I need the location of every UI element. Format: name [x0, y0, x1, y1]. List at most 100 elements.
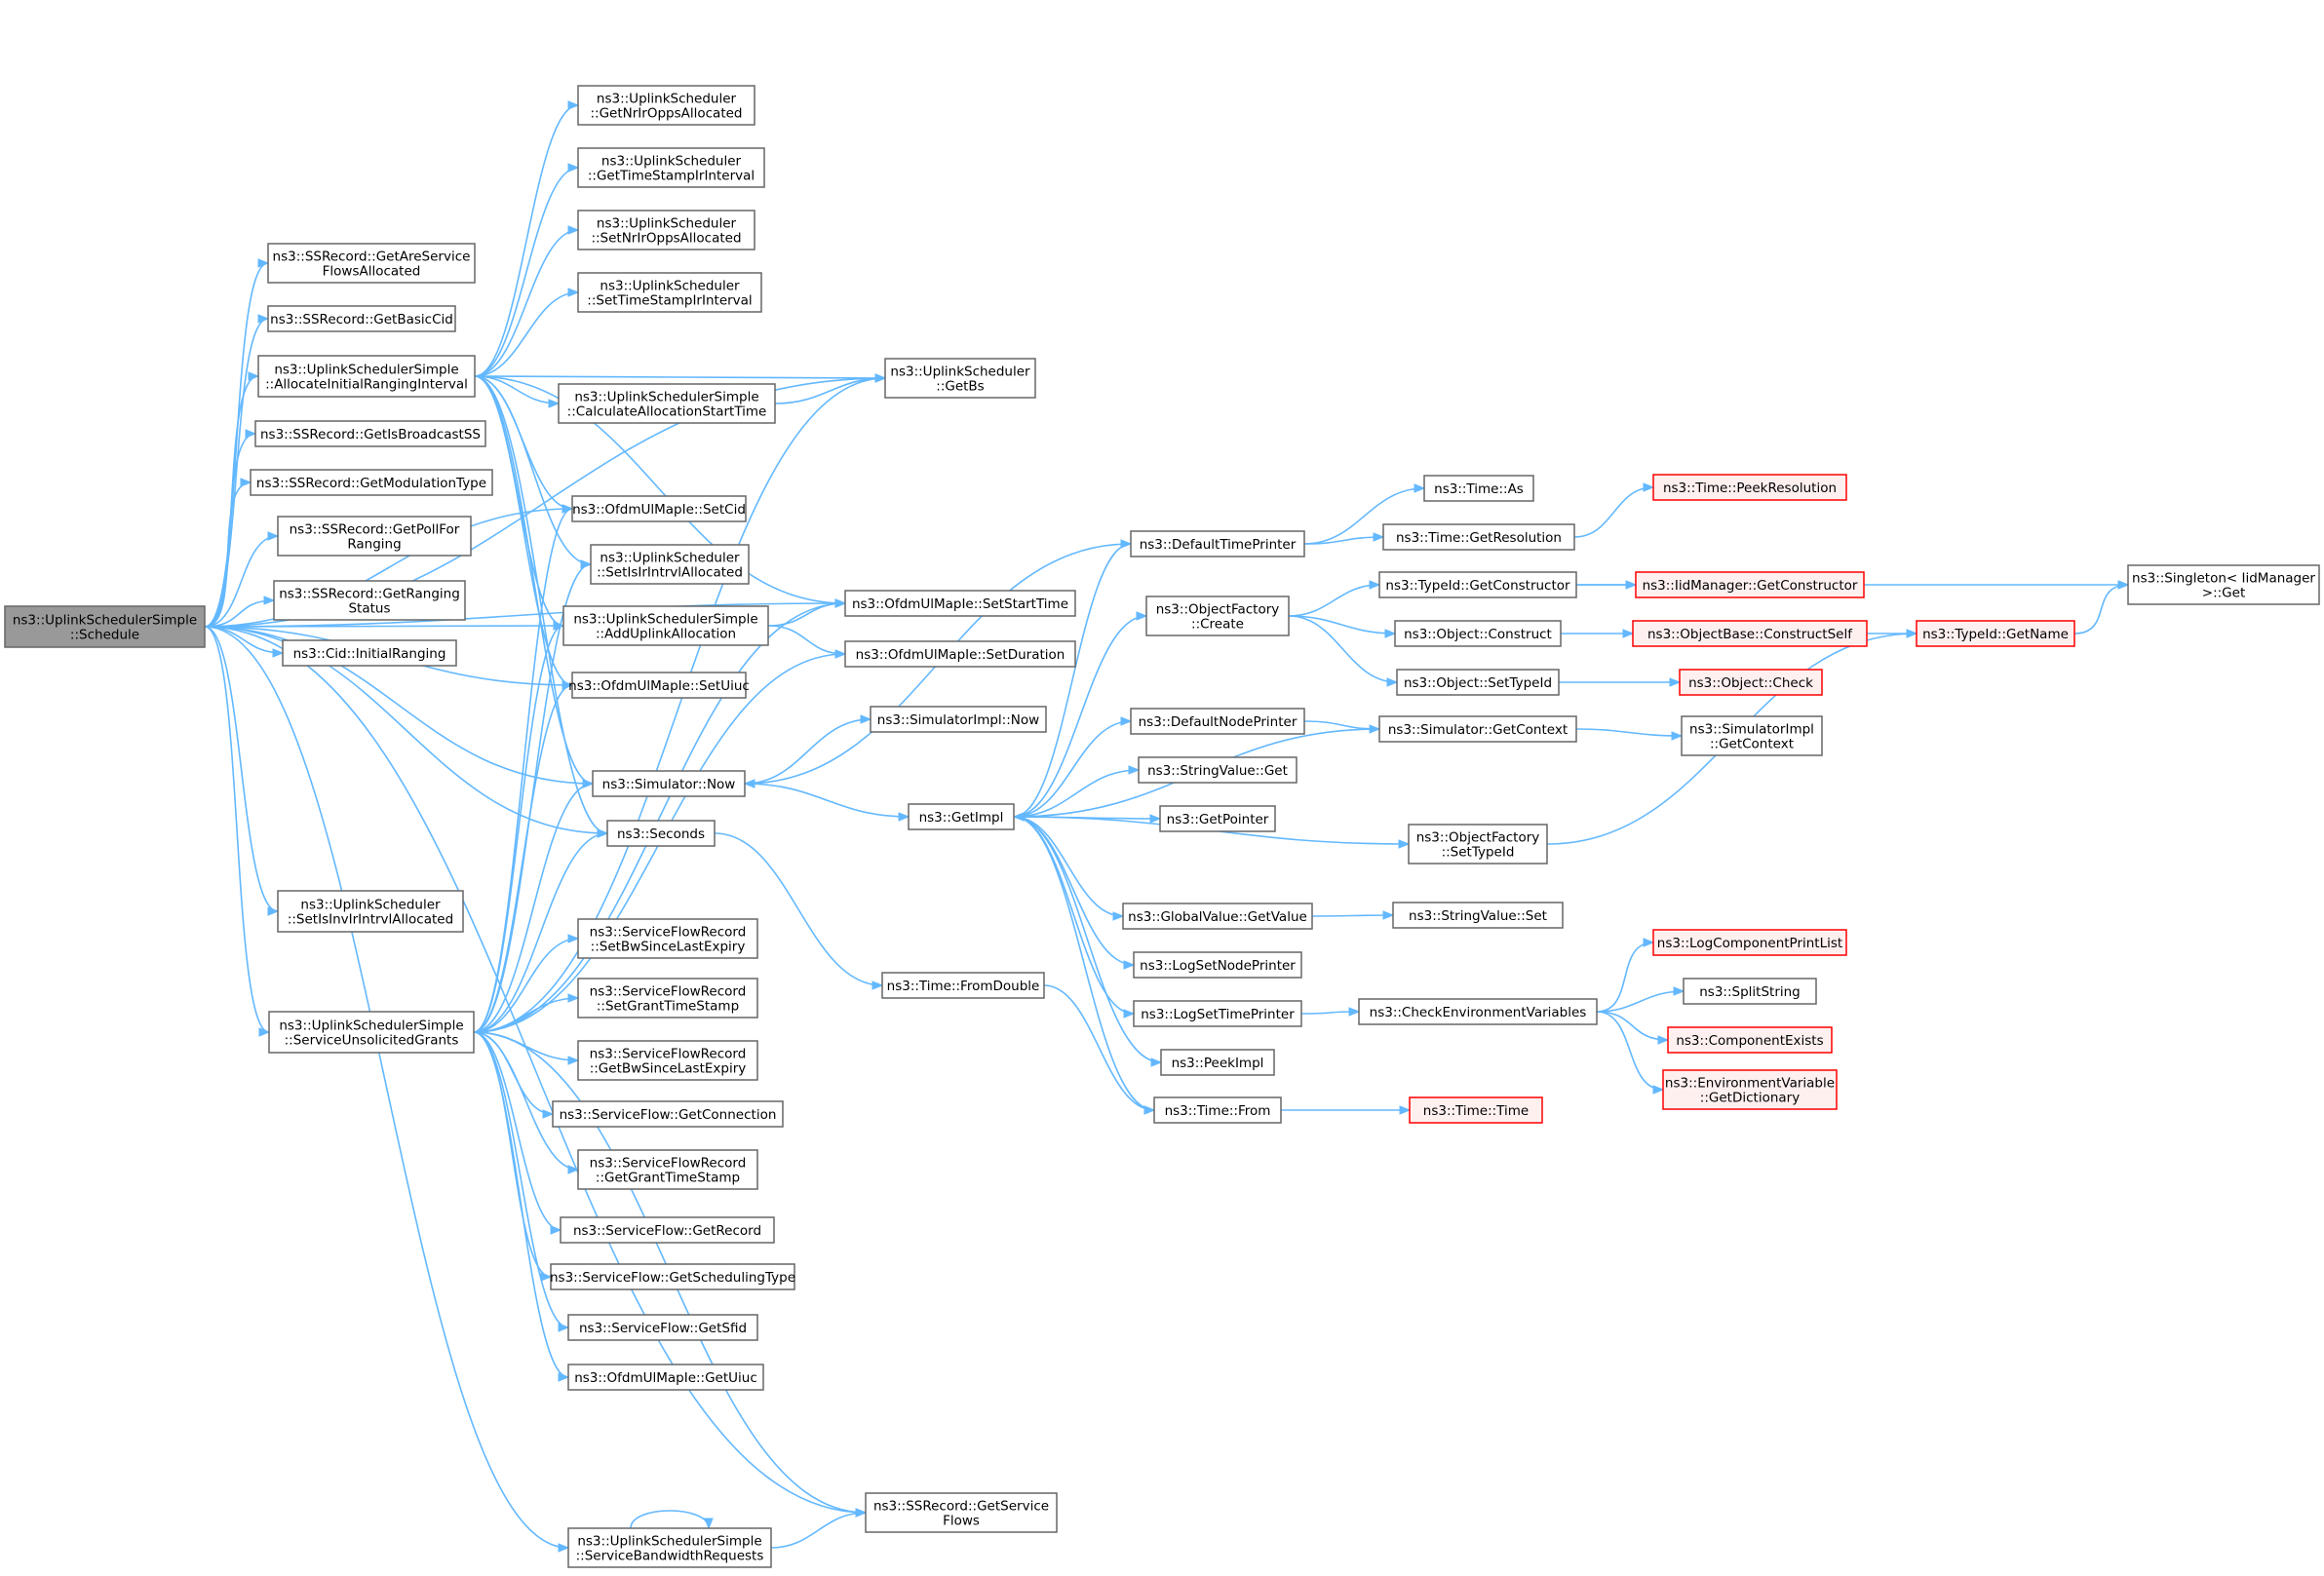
- node-objFactoryCreate[interactable]: ns3::ObjectFactory::Create: [1145, 596, 1290, 636]
- node-label: ns3::Object::SetTypeId: [1404, 675, 1552, 691]
- node-box: [1145, 596, 1290, 636]
- node-label: ns3::DefaultNodePrinter: [1139, 714, 1298, 730]
- node-seconds[interactable]: ns3::Seconds: [606, 820, 716, 847]
- node-getIsBroadcastSS[interactable]: ns3::SSRecord::GetIsBroadcastSS: [254, 420, 486, 447]
- node-getModulationType[interactable]: ns3::SSRecord::GetModulationType: [250, 469, 493, 496]
- node-getGrantTS[interactable]: ns3::ServiceFlowRecord::GetGrantTimeStam…: [577, 1149, 758, 1190]
- node-stringValueSet[interactable]: ns3::StringValue::Set: [1392, 902, 1564, 929]
- node-defaultTimePrinter[interactable]: ns3::DefaultTimePrinter: [1130, 530, 1305, 557]
- node-componentExists[interactable]: ns3::ComponentExists: [1667, 1026, 1833, 1054]
- node-getBasicCid[interactable]: ns3::SSRecord::GetBasicCid: [267, 305, 456, 332]
- node-globalValueGet[interactable]: ns3::GlobalValue::GetValue: [1122, 903, 1313, 930]
- node-setUiuc[interactable]: ns3::OfdmUlMapIe::SetUiuc: [568, 672, 750, 699]
- call-edge: [744, 783, 910, 818]
- node-box: [844, 640, 1076, 668]
- node-serviceBwReq[interactable]: ns3::UplinkSchedulerSimple::ServiceBandw…: [567, 1527, 772, 1568]
- node-getImpl[interactable]: ns3::GetImpl: [908, 803, 1015, 830]
- node-getConnection[interactable]: ns3::ServiceFlow::GetConnection: [552, 1100, 784, 1128]
- node-getBwSince[interactable]: ns3::ServiceFlowRecord::GetBwSinceLastEx…: [577, 1040, 758, 1081]
- node-stringValueGet[interactable]: ns3::StringValue::Get: [1138, 756, 1298, 784]
- node-label: ns3::GetImpl: [919, 810, 1004, 826]
- node-setCid[interactable]: ns3::OfdmUlMapIe::SetCid: [571, 495, 747, 522]
- node-objBaseCtorSelf[interactable]: ns3::ObjectBase::ConstructSelf: [1632, 620, 1868, 647]
- node-timeAs[interactable]: ns3::Time::As: [1423, 475, 1534, 502]
- node-label: ::SetTimeStampIrInterval: [587, 293, 752, 309]
- call-edge: [474, 375, 564, 627]
- node-label: ns3::Time::PeekResolution: [1663, 480, 1837, 496]
- node-logSetNodePrinter[interactable]: ns3::LogSetNodePrinter: [1133, 951, 1302, 979]
- node-schedule[interactable]: ns3::UplinkSchedulerSimple::Schedule: [4, 605, 206, 648]
- node-logSetTimePrinter[interactable]: ns3::LogSetTimePrinter: [1133, 1000, 1302, 1027]
- node-getUiuc[interactable]: ns3::OfdmUlMapIe::GetUiuc: [567, 1364, 764, 1391]
- node-serviceUnsolicited[interactable]: ns3::UplinkSchedulerSimple::ServiceUnsol…: [268, 1011, 475, 1054]
- node-objSetTypeId[interactable]: ns3::Object::SetTypeId: [1396, 669, 1560, 696]
- node-fromDouble[interactable]: ns3::Time::FromDouble: [881, 972, 1045, 999]
- node-timeGetRes[interactable]: ns3::Time::GetResolution: [1382, 523, 1575, 551]
- node-simNow[interactable]: ns3::Simulator::Now: [592, 770, 746, 797]
- node-getTimeStampIr[interactable]: ns3::UplinkScheduler::GetTimeStampIrInte…: [577, 147, 765, 188]
- node-box: [1133, 1000, 1302, 1027]
- node-getBs[interactable]: ns3::UplinkScheduler::GetBs: [884, 358, 1036, 399]
- node-typeIdGetCtor[interactable]: ns3::TypeId::GetConstructor: [1378, 571, 1577, 598]
- node-setDuration[interactable]: ns3::OfdmUlMapIe::SetDuration: [844, 640, 1076, 668]
- node-setIsInvIrIntrvl[interactable]: ns3::UplinkScheduler::SetIsInvIrIntrvlAl…: [277, 890, 464, 933]
- node-iidGetCtor[interactable]: ns3::IidManager::GetConstructor: [1635, 571, 1865, 598]
- node-getRecord[interactable]: ns3::ServiceFlow::GetRecord: [560, 1216, 775, 1244]
- node-label: ns3::IidManager::GetConstructor: [1643, 578, 1858, 594]
- node-typeIdGetName[interactable]: ns3::TypeId::GetName: [1916, 620, 2075, 647]
- node-defaultNodePrinter[interactable]: ns3::DefaultNodePrinter: [1130, 708, 1305, 735]
- node-setStartTime[interactable]: ns3::OfdmUlMapIe::SetStartTime: [844, 590, 1076, 617]
- node-timeFrom[interactable]: ns3::Time::From: [1153, 1096, 1282, 1124]
- node-box: [4, 605, 206, 648]
- call-edge: [473, 1031, 579, 1171]
- node-addUplinkAlloc[interactable]: ns3::UplinkSchedulerSimple::AddUplinkAll…: [562, 605, 769, 646]
- node-logCompPrintList[interactable]: ns3::LogComponentPrintList: [1652, 929, 1847, 956]
- node-objCheck[interactable]: ns3::Object::Check: [1679, 669, 1823, 696]
- node-initialRanging[interactable]: ns3::Cid::InitialRanging: [282, 639, 457, 667]
- node-box: [1358, 998, 1598, 1025]
- call-edge: [1013, 816, 1135, 966]
- node-label: ns3::UplinkSchedulerSimple: [573, 612, 757, 628]
- node-getSfid[interactable]: ns3::ServiceFlow::GetSfid: [567, 1314, 758, 1341]
- node-simGetContext[interactable]: ns3::Simulator::GetContext: [1378, 715, 1577, 743]
- node-setNrIrOpps[interactable]: ns3::UplinkScheduler::SetNrIrOppsAllocat…: [577, 210, 755, 250]
- node-timeTime[interactable]: ns3::Time::Time: [1409, 1096, 1543, 1124]
- node-objConstruct[interactable]: ns3::Object::Construct: [1394, 620, 1562, 647]
- node-allocateInitialRanging[interactable]: ns3::UplinkSchedulerSimple::AllocateInit…: [257, 355, 476, 398]
- call-edge: [1043, 984, 1155, 1111]
- node-singletonGet[interactable]: ns3::Singleton< IidManager>::Get: [2127, 564, 2320, 605]
- node-setGrantTS[interactable]: ns3::ServiceFlowRecord::SetGrantTimeStam…: [577, 978, 758, 1019]
- node-getNrIrOpps[interactable]: ns3::UplinkScheduler::GetNrIrOppsAllocat…: [577, 85, 755, 126]
- node-box: [550, 1263, 795, 1290]
- node-peekImpl[interactable]: ns3::PeekImpl: [1160, 1049, 1275, 1076]
- edge-arrowhead: [872, 980, 884, 990]
- node-label: ::GetBwSinceLastExpiry: [590, 1061, 747, 1077]
- node-getAreServiceFlowsAllocated[interactable]: ns3::SSRecord::GetAreServiceFlowsAllocat…: [267, 243, 476, 284]
- edge-arrowhead: [1673, 986, 1685, 996]
- node-label: ns3::TypeId::GetName: [1922, 627, 2069, 642]
- node-calcAllocStart[interactable]: ns3::UplinkSchedulerSimple::CalculateAll…: [558, 383, 776, 424]
- node-objFactorySetTypeId[interactable]: ns3::ObjectFactory::SetTypeId: [1408, 824, 1548, 865]
- node-label: ns3::Time::From: [1165, 1103, 1271, 1119]
- node-timePeekRes[interactable]: ns3::Time::PeekResolution: [1652, 474, 1847, 501]
- node-getPointer[interactable]: ns3::GetPointer: [1159, 805, 1276, 832]
- node-simImplGetContext[interactable]: ns3::SimulatorImpl::GetContext: [1681, 715, 1823, 756]
- node-box: [1683, 978, 1817, 1005]
- node-box: [1632, 620, 1868, 647]
- node-simImplNow[interactable]: ns3::SimulatorImpl::Now: [870, 706, 1047, 733]
- node-splitString[interactable]: ns3::SplitString: [1683, 978, 1817, 1005]
- node-setIsIrIntrvl[interactable]: ns3::UplinkScheduler::SetIsIrIntrvlAlloc…: [590, 544, 750, 585]
- node-label: ::GetBs: [936, 379, 984, 395]
- node-label: ::CalculateAllocationStartTime: [567, 404, 767, 420]
- edge-arrowhead: [542, 1109, 555, 1119]
- node-label: ns3::OfdmUlMapIe::SetStartTime: [852, 596, 1068, 612]
- node-envVarGetDict[interactable]: ns3::EnvironmentVariable::GetDictionary: [1662, 1069, 1838, 1110]
- node-setTimeStampIr[interactable]: ns3::UplinkScheduler::SetTimeStampIrInte…: [577, 272, 762, 313]
- edge-arrowhead: [553, 621, 565, 631]
- node-getSchedType[interactable]: ns3::ServiceFlow::GetSchedulingType: [550, 1263, 795, 1290]
- node-checkEnvVars[interactable]: ns3::CheckEnvironmentVariables: [1358, 998, 1598, 1025]
- node-setBwSince[interactable]: ns3::ServiceFlowRecord::SetBwSinceLastEx…: [577, 918, 758, 959]
